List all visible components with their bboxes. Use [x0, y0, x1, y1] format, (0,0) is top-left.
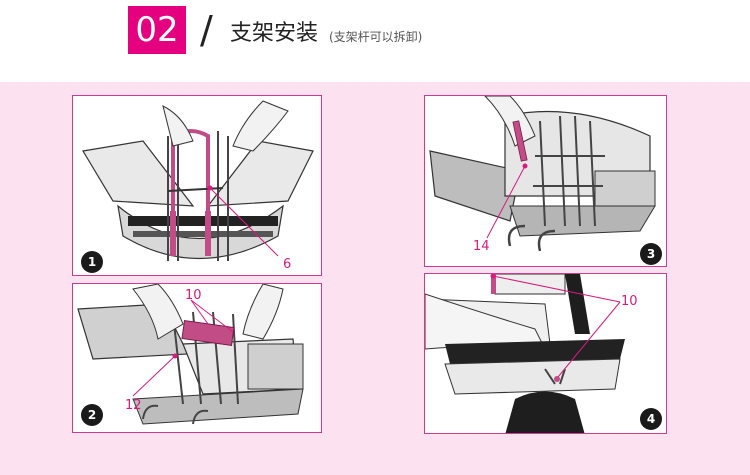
callout-12: 12	[125, 398, 142, 413]
instruction-panel-4: 4 10	[424, 273, 667, 434]
title-slash: /	[200, 8, 213, 52]
step-number-badge: 02	[128, 6, 186, 54]
callout-10: 10	[185, 288, 202, 303]
callout-10: 10	[621, 294, 638, 309]
step-badge-2: 2	[81, 404, 103, 426]
callout-14: 14	[473, 239, 490, 254]
step-badge-3: 3	[640, 243, 662, 265]
instruction-panel-2: 2 10 12	[72, 283, 322, 433]
illustration-step-4	[425, 274, 625, 433]
illustration-step-2	[77, 284, 304, 425]
step-badge-4: 4	[640, 408, 662, 430]
step-badge-1: 1	[81, 251, 103, 273]
callout-6: 6	[283, 257, 292, 272]
section-subtitle: (支架杆可以拆卸)	[329, 30, 423, 44]
instruction-panel-1: 1 6	[72, 95, 322, 276]
illustration-step-3	[429, 96, 656, 252]
illustration-step-1	[82, 100, 314, 261]
instruction-panel-3: 3 14	[424, 95, 667, 267]
section-title: 支架安装	[230, 21, 319, 46]
header: 02 / 支架安装 (支架杆可以拆卸)	[0, 0, 750, 82]
